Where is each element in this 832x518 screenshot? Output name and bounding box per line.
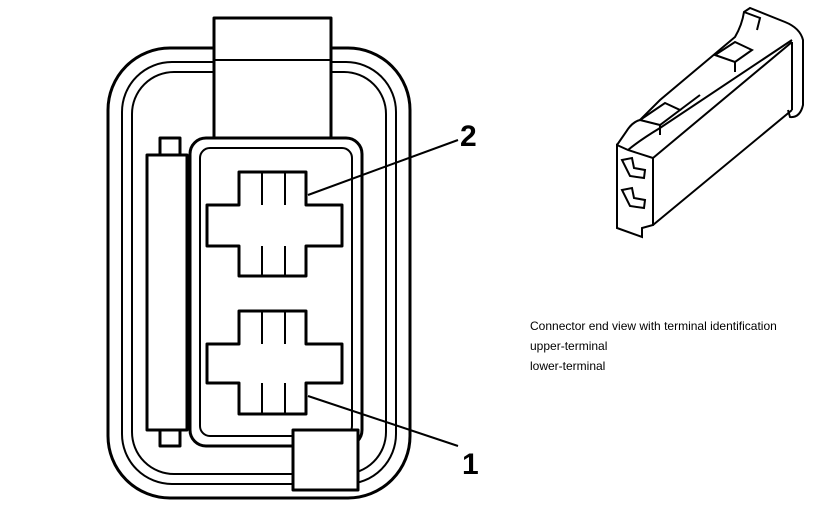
callout-label-1: 1 <box>462 448 479 481</box>
diagram-title: Connector end view with terminal identif… <box>530 319 777 333</box>
callout-label-2: 2 <box>460 120 477 153</box>
side-latch-bar <box>145 153 189 432</box>
terminal-cavity-inner <box>199 147 353 437</box>
connector-face-view: 2 1 <box>106 16 479 500</box>
callout-2-target: upper-terminal <box>530 339 607 353</box>
connector-bottom-tab <box>291 428 360 492</box>
callout-1-target: lower-terminal <box>530 359 605 373</box>
connector-isometric-view <box>616 6 804 239</box>
callout-leader-1 <box>307 395 459 447</box>
side-latch-top-end <box>158 136 182 157</box>
callout-leader-2 <box>307 139 459 196</box>
connector-top-tab <box>212 16 333 142</box>
terminal-2-cavity <box>205 170 344 278</box>
terminal-1-cavity <box>205 309 344 416</box>
diagram-notes: Connector end view with terminal identif… <box>530 319 777 373</box>
side-latch-bottom-end <box>158 428 182 448</box>
